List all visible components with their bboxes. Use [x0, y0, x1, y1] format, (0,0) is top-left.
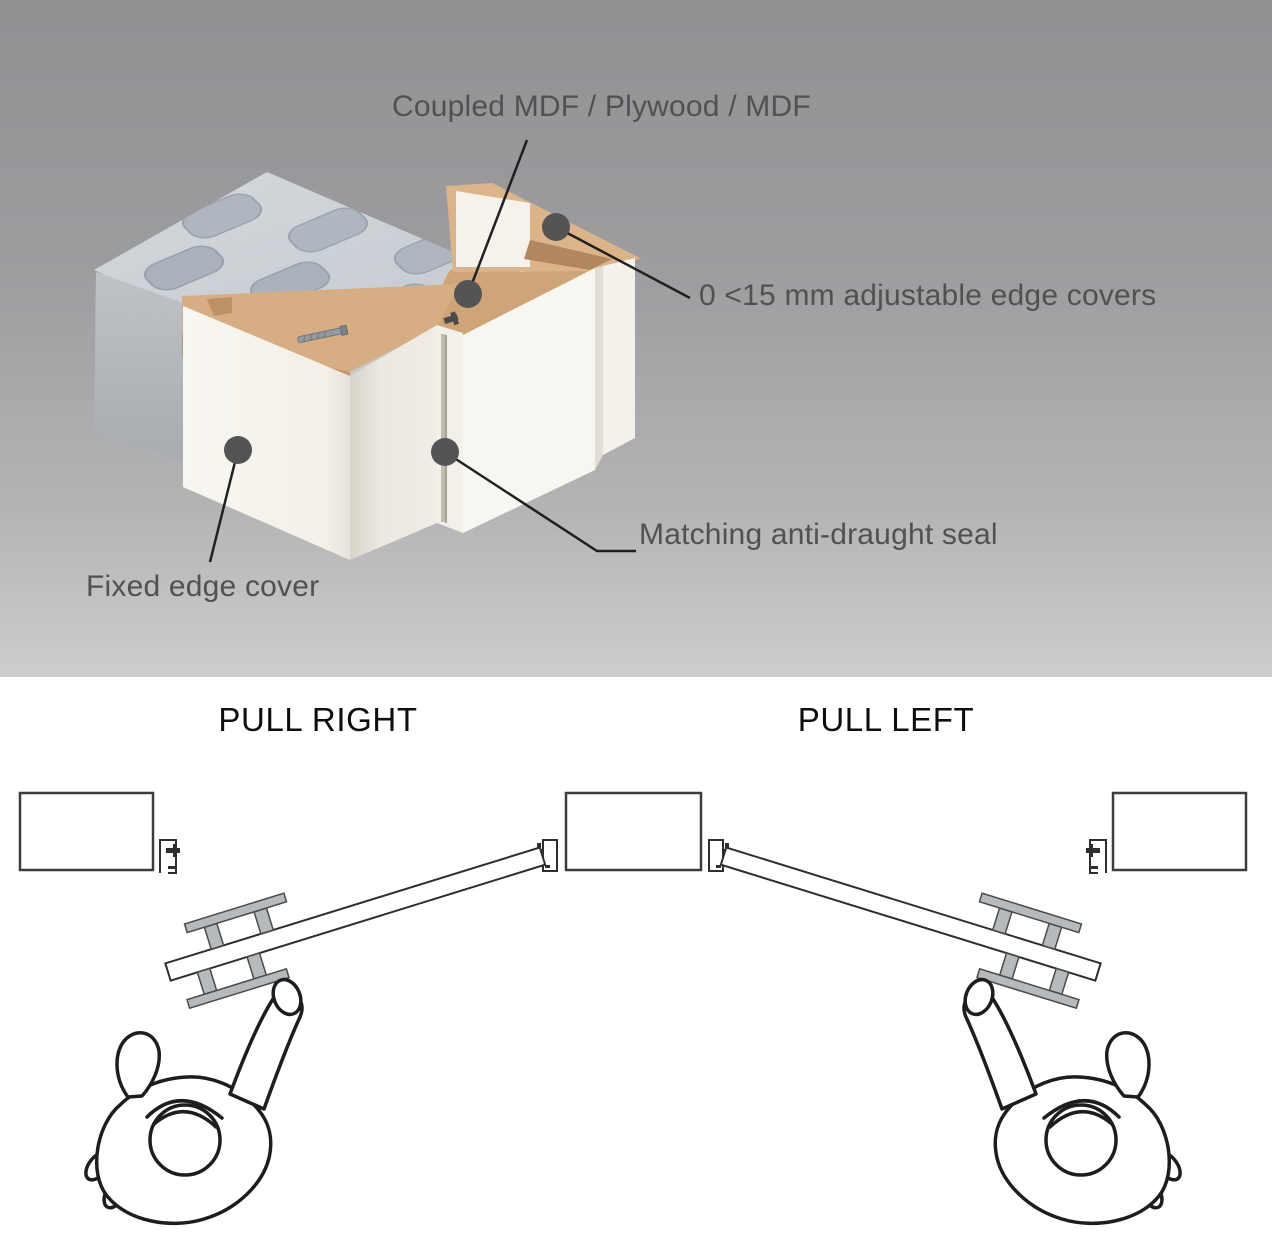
door-handing-section: PULL RIGHT PULL LEFT: [0, 677, 1272, 1254]
callout-dots: [224, 213, 570, 466]
door-handing-svg: [18, 791, 1248, 1226]
door-edge-strip: [437, 325, 463, 533]
frame-reveal-face: [350, 325, 437, 560]
inner-pull-handle: [186, 967, 290, 1010]
frame-and-door: [183, 258, 635, 560]
block-cut-face: [94, 272, 183, 460]
hand: [271, 977, 303, 1017]
cutaway-section: Coupled MDF / Plywood / MDF 0 <15 mm adj…: [0, 0, 1272, 677]
callout-dot-fixed: [224, 436, 252, 464]
latch-frame-profile: [159, 839, 180, 874]
mdf-head-board: [182, 284, 460, 372]
callout-line-fixed: [208, 449, 240, 563]
door-slab: [164, 846, 547, 982]
center-wall-segment: [564, 791, 703, 872]
shoulder-line: [145, 1099, 224, 1120]
arm-raised: [115, 1031, 162, 1099]
callout-line-seal: [444, 450, 636, 553]
pull-left-heading: PULL LEFT: [797, 701, 975, 738]
shoulder-line-inner: [152, 1110, 218, 1129]
side-wall-segment: [18, 791, 155, 872]
head: [148, 1103, 222, 1177]
mdf-band-right: [425, 258, 645, 335]
label-anti-draught-seal: Matching anti-draught seal: [639, 518, 998, 551]
callout-dot-covers: [542, 213, 570, 241]
fixed-edge-cover-panel: [183, 306, 350, 560]
pull-left-diagram: [707, 791, 1248, 1226]
outer-pull-handle: [183, 892, 288, 934]
anchor-screw: [297, 324, 349, 344]
door-jamb-seam: [595, 266, 603, 470]
person-top-view: [84, 977, 304, 1226]
mdf-rebate-notch: [207, 297, 232, 316]
door-pull-handles: [183, 892, 290, 1010]
open-door: [164, 846, 547, 1010]
callout-line-coupled: [466, 139, 529, 295]
callout-lines: [208, 139, 691, 563]
door-leaf-face: [463, 268, 595, 533]
callout-dot-coupled: [454, 280, 482, 308]
label-adjustable-edge-covers: 0 <15 mm adjustable edge covers: [699, 279, 1157, 312]
cutaway-illustration-svg: [94, 139, 691, 563]
seal-end-bracket: [443, 311, 460, 326]
callout-line-covers: [555, 225, 691, 300]
label-coupled-mdf: Coupled MDF / Plywood / MDF: [392, 90, 811, 123]
callout-dot-seal: [431, 438, 459, 466]
right-jamb-face: [603, 258, 635, 455]
edge-cover-rebate-shadow: [524, 240, 612, 270]
pull-right-heading: PULL RIGHT: [218, 701, 418, 738]
label-fixed-edge-cover: Fixed edge cover: [86, 570, 320, 603]
pull-right-diagram: [18, 791, 558, 1226]
